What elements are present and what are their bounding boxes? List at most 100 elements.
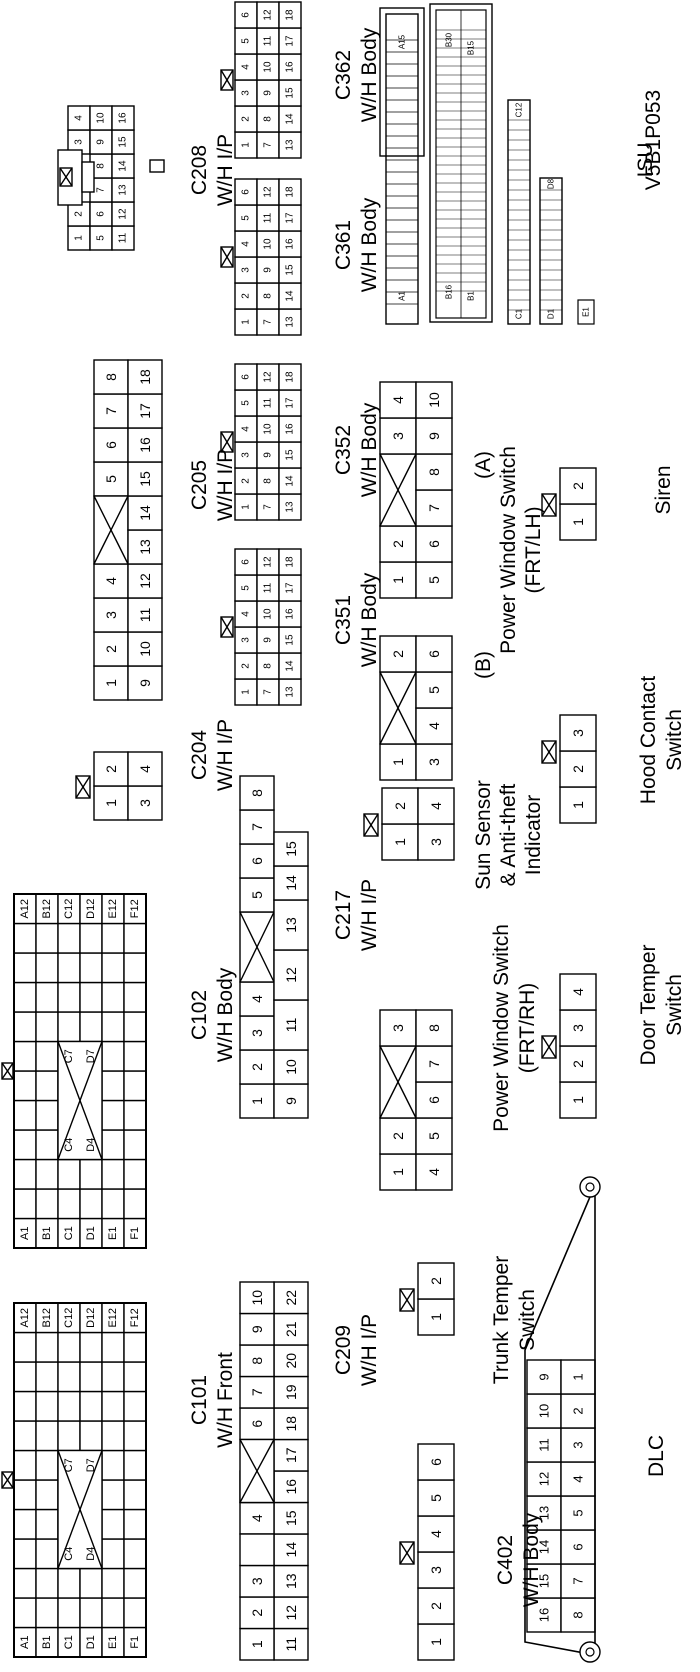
pin-cell bbox=[13, 1158, 37, 1190]
pin-label: 17 bbox=[285, 212, 296, 224]
pin-cell bbox=[13, 1361, 37, 1393]
pin-label: 13 bbox=[285, 501, 296, 513]
pin-label: 6 bbox=[428, 1458, 444, 1466]
pin-label: 14 bbox=[118, 160, 129, 172]
pin-label: B12 bbox=[41, 899, 53, 919]
pin-cell bbox=[239, 1501, 275, 1535]
pin-cell bbox=[559, 467, 597, 505]
pin-label: 8 bbox=[96, 163, 107, 169]
pin-cell bbox=[57, 1420, 81, 1452]
c209-desc: W/H I/P bbox=[358, 1314, 381, 1386]
pin-label: 9 bbox=[263, 267, 274, 273]
pin-cell bbox=[35, 922, 59, 954]
pin-label: 12 bbox=[118, 208, 129, 220]
pin-label: 11 bbox=[118, 232, 129, 243]
pin-cell bbox=[417, 1587, 455, 1625]
sun-label: Sun Sensor & Anti-theft Indicator bbox=[472, 780, 545, 890]
pin-cell bbox=[239, 1281, 275, 1315]
key-diagonal bbox=[379, 671, 417, 745]
pin-label: 15 bbox=[283, 841, 299, 857]
pin-label: 14 bbox=[283, 875, 299, 891]
pin-label: 7 bbox=[263, 319, 274, 325]
siren-label: Siren bbox=[652, 465, 675, 514]
pin-label: 4 bbox=[74, 115, 85, 121]
pin-label: 5 bbox=[426, 1132, 442, 1140]
pin-label: D12 bbox=[85, 899, 97, 919]
pin-label: 4 bbox=[241, 426, 252, 432]
pin-cell bbox=[35, 1508, 59, 1540]
pin-label: 4 bbox=[570, 988, 586, 996]
key-diagonal bbox=[1, 1062, 14, 1080]
c351-name: C351 bbox=[332, 595, 355, 645]
pin-label: 4 bbox=[426, 1168, 442, 1176]
c209-connector: 11121314151617181920212212345678910 bbox=[239, 1281, 309, 1661]
pin-label: B12 bbox=[41, 1308, 53, 1328]
pin-cell bbox=[13, 981, 37, 1013]
pin-label: 10 bbox=[263, 423, 274, 435]
pin-label: 2 bbox=[241, 116, 252, 122]
isu-pin-label: D8 bbox=[547, 178, 556, 189]
pin-label: 16 bbox=[285, 608, 296, 620]
c402-desc: W/H Body bbox=[520, 1512, 543, 1607]
key-diagonal bbox=[363, 813, 379, 837]
pin-label: 2 bbox=[241, 293, 252, 299]
pin-label: 9 bbox=[537, 1373, 552, 1380]
c205-desc: W/H I/P bbox=[214, 449, 237, 521]
isu-label: ISU bbox=[634, 142, 657, 177]
pin-cell bbox=[57, 981, 81, 1013]
pin-label: 4 bbox=[241, 611, 252, 617]
c217-name: C217 bbox=[332, 890, 355, 940]
pin-label: D1 bbox=[85, 1226, 97, 1240]
isu-block-d bbox=[539, 177, 563, 325]
pin-cell bbox=[123, 922, 147, 954]
pin-cell bbox=[273, 1049, 309, 1085]
pin-cell bbox=[239, 1049, 275, 1085]
hood-line-1: Hood Contact bbox=[637, 676, 660, 805]
pin-label: 6 bbox=[426, 1096, 442, 1104]
pin-cell bbox=[239, 981, 275, 1017]
pin-label: 3 bbox=[428, 1566, 444, 1574]
pin-label: 16 bbox=[137, 437, 153, 453]
pin-label: 3 bbox=[241, 452, 252, 458]
pin-cell bbox=[123, 1479, 147, 1511]
c362-label: C362 W/H Body bbox=[332, 27, 381, 122]
pin-label: 1 bbox=[390, 576, 406, 584]
hood-label: Hood Contact Switch bbox=[637, 676, 686, 805]
pin-label: 4 bbox=[390, 396, 406, 404]
pin-label: 10 bbox=[96, 112, 107, 124]
pin-label: 13 bbox=[285, 686, 296, 698]
c208-label: C208 W/H I/P bbox=[188, 134, 237, 206]
pin-cell bbox=[35, 981, 59, 1013]
pin-cell bbox=[57, 1158, 81, 1190]
pin-label: 13 bbox=[537, 1506, 552, 1520]
c361-name: C361 bbox=[332, 220, 355, 270]
pin-cell bbox=[417, 1443, 455, 1481]
key-diagonal bbox=[57, 1041, 103, 1160]
pin-label: E12 bbox=[107, 899, 119, 919]
pin-cell bbox=[13, 952, 37, 984]
pin-cell bbox=[13, 1331, 37, 1363]
pin-cell bbox=[415, 561, 453, 599]
isu-pin-label: B15 bbox=[467, 40, 476, 55]
c352-label: C352 W/H Body bbox=[332, 402, 381, 497]
pin-label: 5 bbox=[241, 585, 252, 591]
dlc-line-1: DLC bbox=[645, 1435, 668, 1477]
c362-name: C362 bbox=[332, 50, 355, 100]
pin-label: 5 bbox=[249, 891, 265, 899]
pin-label: 16 bbox=[285, 423, 296, 435]
pin-label: 4 bbox=[571, 1475, 586, 1482]
pin-cell bbox=[101, 952, 125, 984]
pin-cell bbox=[273, 1533, 309, 1567]
pin-label: 15 bbox=[285, 87, 296, 99]
pin-cell bbox=[526, 1597, 562, 1633]
pin-label: 3 bbox=[390, 432, 406, 440]
key-diagonal bbox=[220, 616, 234, 638]
pin-label: 2 bbox=[570, 1060, 586, 1068]
dlc-mount-hole bbox=[585, 1647, 595, 1657]
pin-cell bbox=[35, 1567, 59, 1599]
